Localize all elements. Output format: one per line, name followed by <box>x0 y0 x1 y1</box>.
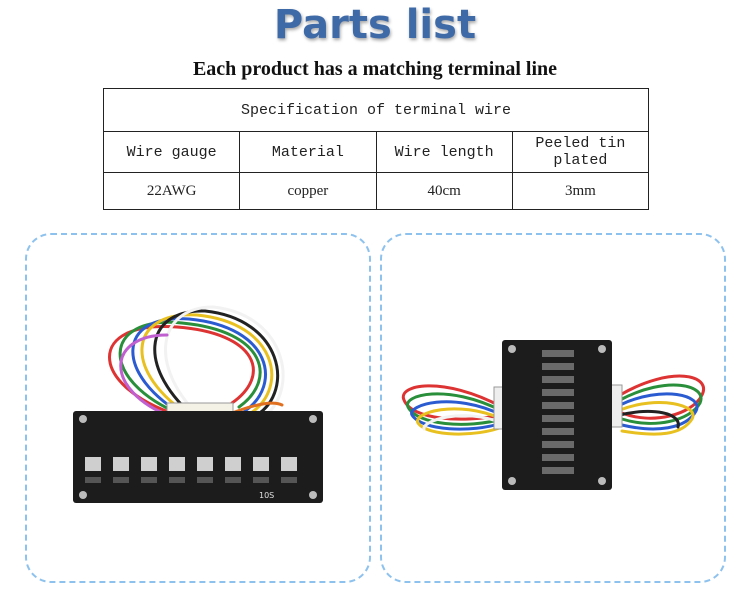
spec-table: Specification of terminal wire Wire gaug… <box>102 88 650 210</box>
table-header-row: Specification of terminal wire <box>103 88 649 132</box>
balancer-board-angled-photo <box>401 340 705 490</box>
wire-bundle-left-icon <box>401 384 504 436</box>
wire-bundle-right-icon <box>618 374 705 436</box>
mounting-hole-icon <box>508 345 606 485</box>
col-peeled-tin: Peeled tin plated <box>511 131 650 173</box>
mounting-hole-icon <box>79 415 317 499</box>
product-photo-panel-right <box>380 233 726 583</box>
page-subtitle: Each product has a matching terminal lin… <box>192 58 558 80</box>
table-caption: Specification of terminal wire <box>103 88 649 132</box>
component-array-icon <box>542 350 574 474</box>
balancer-board-front-photo: 10S <box>73 305 323 503</box>
wire-bundle-icon <box>108 305 285 421</box>
val-wire-length: 40cm <box>375 172 513 210</box>
resistor-row-icon <box>85 477 297 483</box>
col-wire-length: Wire length <box>375 131 513 173</box>
val-wire-gauge: 22AWG <box>102 172 241 210</box>
val-peeled-tin: 3mm <box>511 172 650 210</box>
product-photo-panel-left: 10S <box>25 233 371 583</box>
table-column-row: Wire gauge Material Wire length Peeled t… <box>102 131 650 173</box>
page-title: Parts list <box>273 2 477 48</box>
board-label: 10S <box>259 491 274 500</box>
col-wire-gauge: Wire gauge <box>102 131 241 173</box>
col-material: Material <box>239 131 377 173</box>
val-material: copper <box>239 172 377 210</box>
table-row: 22AWG copper 40cm 3mm <box>102 172 650 210</box>
component-array-icon <box>85 457 297 471</box>
